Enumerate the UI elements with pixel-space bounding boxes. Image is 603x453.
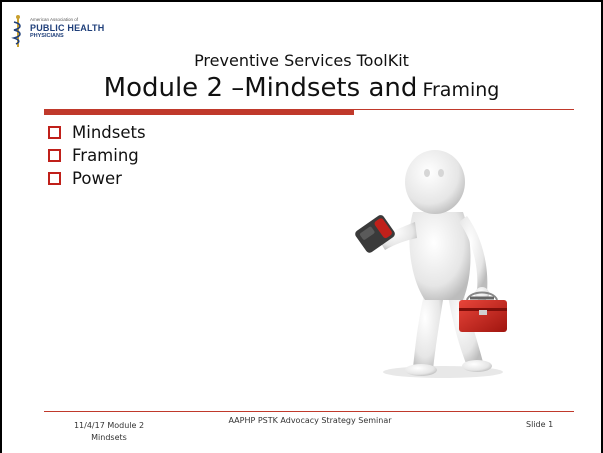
slide-number: Slide 1 (526, 420, 554, 429)
footer-date-line2: Mindsets (91, 433, 127, 442)
logo-small-text: American Association of (30, 17, 79, 22)
logo-sub-text: PHYSICIANS (30, 33, 64, 39)
aaphp-logo: American Association of PUBLIC HEALTH PH… (11, 14, 121, 50)
footer-date-line1: 11/4/17 Module 2 (73, 421, 145, 430)
square-bullet-icon (48, 126, 61, 139)
bullet-list: Mindsets Framing Power (48, 121, 146, 190)
figure-with-toolbox-icon (355, 150, 507, 378)
square-bullet-icon (48, 149, 61, 162)
footer-date: 11/4/17 Module 2 Mindsets (59, 420, 159, 444)
bullet-label: Power (72, 169, 122, 188)
slide-border-top (0, 0, 603, 2)
slide-title: Module 2 –Mindsets and Framing (0, 73, 603, 103)
bullet-item: Mindsets (48, 121, 146, 144)
slide-subtitle: Preventive Services ToolKit (194, 51, 409, 70)
slide-title-main: Module 2 –Mindsets and (103, 73, 418, 103)
slide-title-small: Framing (422, 79, 500, 101)
footer-center-text: AAPHP PSTK Advocacy Strategy Seminar (228, 416, 392, 425)
bullet-item: Power (48, 167, 146, 190)
title-divider-thin (44, 109, 574, 110)
bullet-label: Framing (72, 146, 139, 165)
square-bullet-icon (48, 172, 61, 185)
logo-main-text: PUBLIC HEALTH (30, 23, 105, 33)
title-divider-thick (44, 110, 354, 115)
bullet-item: Framing (48, 144, 146, 167)
caduceus-icon (11, 15, 21, 47)
footer-divider (44, 411, 574, 412)
bullet-label: Mindsets (72, 123, 146, 142)
slide-border-right (601, 0, 603, 453)
slide-border-left (0, 0, 2, 453)
